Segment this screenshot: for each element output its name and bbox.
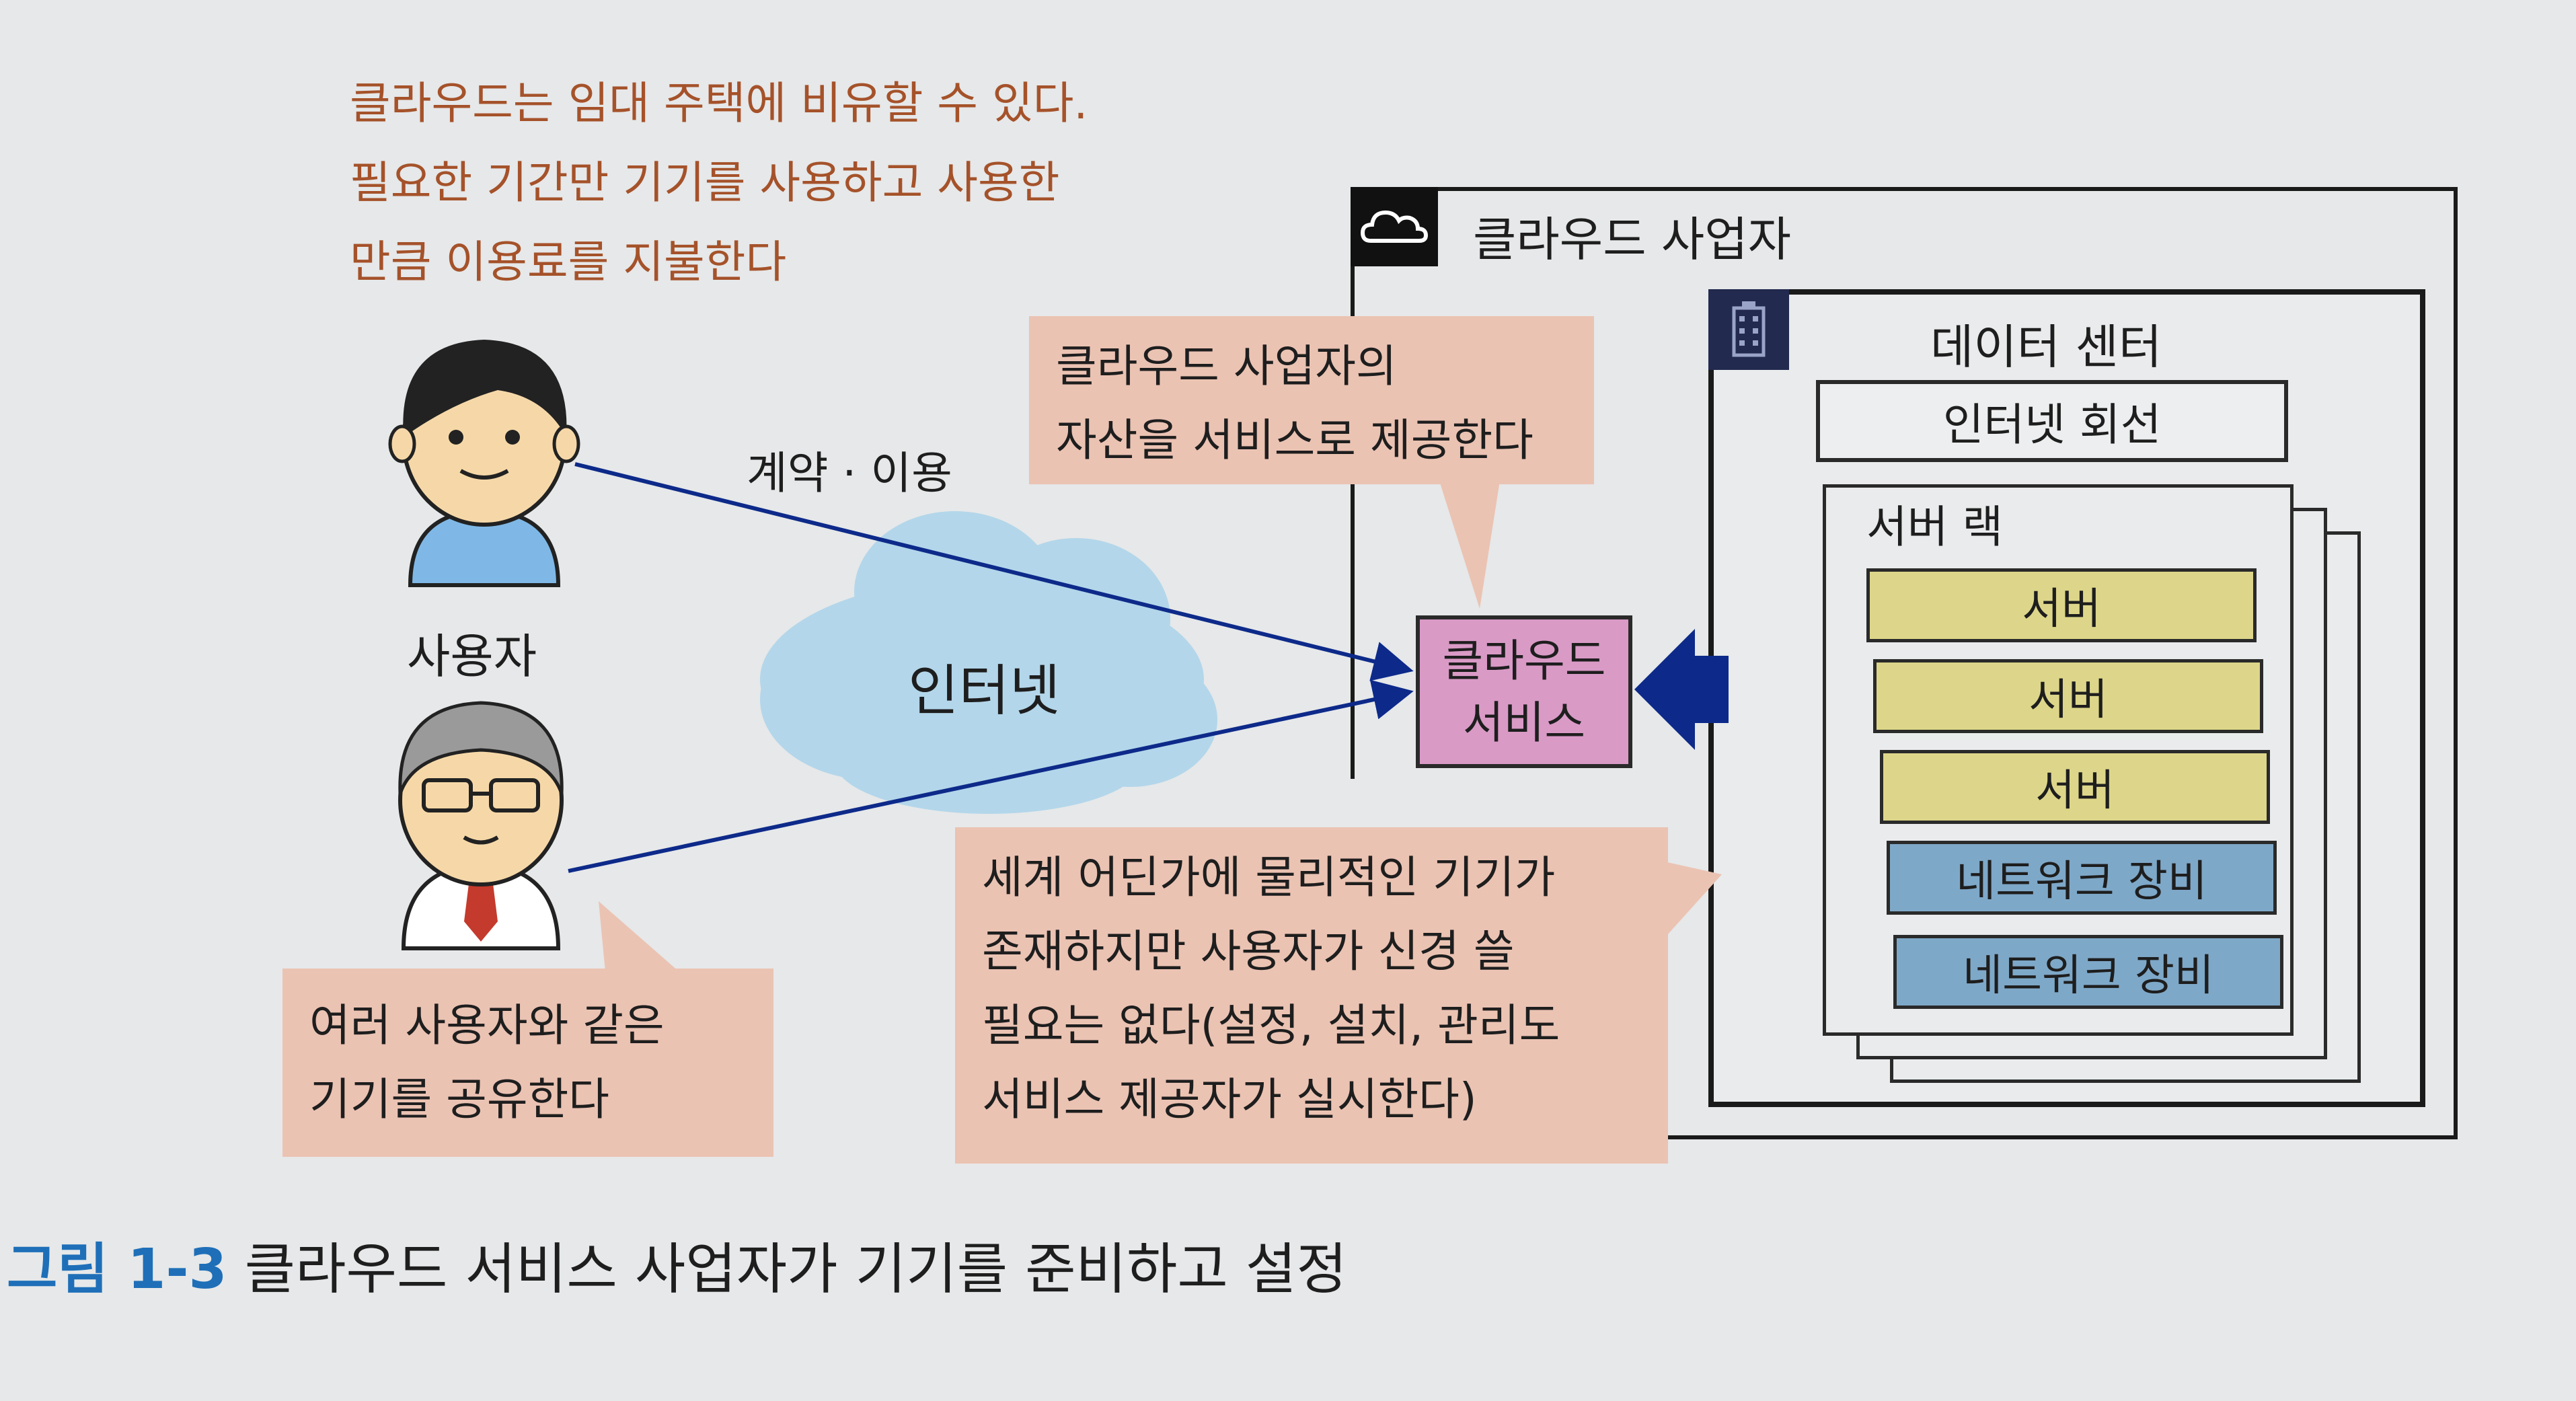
figure-caption-text: 클라우드 서비스 사업자가 기기를 준비하고 설정 bbox=[244, 1238, 1347, 1301]
cloud-icon bbox=[1360, 210, 1429, 243]
figure-caption: 그림 1-3 클라우드 서비스 사업자가 기기를 준비하고 설정 bbox=[7, 1224, 1347, 1304]
callout-line: 존재하지만 사용자가 신경 쓸 bbox=[982, 925, 1515, 977]
server-rack-title: 서버 랙 bbox=[1866, 501, 2004, 553]
callout-line: 클라우드 사업자의 bbox=[1056, 340, 1397, 392]
rack-unit-server: 서버 bbox=[1880, 750, 2270, 824]
callout-tail-assets bbox=[1439, 481, 1500, 609]
intro-line: 만큼 이용료를 지불한다 bbox=[350, 236, 787, 288]
provision-arrow bbox=[1634, 629, 1729, 750]
intro-text: 클라우드는 임대 주택에 비유할 수 있다. 필요한 기간만 기기를 사용하고 … bbox=[350, 64, 1088, 302]
cloud-service-line: 클라우드 bbox=[1442, 634, 1606, 687]
rack-unit-server: 서버 bbox=[1873, 659, 2263, 733]
manager-person-icon bbox=[398, 701, 564, 950]
contract-label: 계약 · 이용 bbox=[747, 447, 952, 499]
intro-line: 필요한 기간만 기기를 사용하고 사용한 bbox=[350, 157, 1060, 209]
datacenter-title: 데이터 센터 bbox=[1930, 319, 2162, 375]
provider-frame bbox=[1351, 187, 2458, 1139]
callout-share: 여러 사용자와 같은 기기를 공유한다 bbox=[282, 969, 773, 1157]
figure-number: 그림 1-3 bbox=[7, 1238, 227, 1301]
intro-line: 클라우드는 임대 주택에 비유할 수 있다. bbox=[350, 77, 1088, 129]
callout-tail-share bbox=[599, 901, 679, 972]
provider-tag bbox=[1351, 187, 1438, 266]
internet-label: 인터넷 bbox=[908, 659, 1061, 723]
callout-line: 서비스 제공자가 실시한다) bbox=[982, 1073, 1477, 1125]
provider-title: 클라우드 사업자 bbox=[1473, 212, 1792, 267]
callout-line: 자산을 서비스로 제공한다 bbox=[1056, 414, 1533, 466]
building-icon bbox=[1732, 301, 1766, 357]
callout-tail-world bbox=[1661, 861, 1722, 942]
internet-cloud bbox=[760, 511, 1217, 814]
callout-world: 세계 어딘가에 물리적인 기기가 존재하지만 사용자가 신경 쓸 필요는 없다(… bbox=[955, 827, 1668, 1164]
callout-assets: 클라우드 사업자의 자산을 서비스로 제공한다 bbox=[1029, 316, 1594, 484]
callout-line: 기기를 공유한다 bbox=[309, 1073, 610, 1125]
user-person-icon bbox=[388, 340, 580, 587]
cloud-service-box: 클라우드 서비스 bbox=[1416, 615, 1632, 768]
rack-unit-network: 네트워크 장비 bbox=[1887, 841, 2277, 915]
user1-arrow bbox=[574, 462, 1414, 681]
datacenter-tag bbox=[1708, 289, 1789, 370]
callout-line: 필요는 없다(설정, 설치, 관리도 bbox=[982, 999, 1560, 1051]
callout-line: 세계 어딘가에 물리적인 기기가 bbox=[982, 851, 1556, 903]
rack-unit-server: 서버 bbox=[1866, 568, 2257, 642]
internet-line-box: 인터넷 회선 bbox=[1816, 380, 2288, 462]
cloud-service-line: 서비스 bbox=[1462, 696, 1586, 749]
rack-unit-network: 네트워크 장비 bbox=[1893, 935, 2283, 1009]
user2-arrow bbox=[568, 679, 1414, 873]
callout-line: 여러 사용자와 같은 bbox=[309, 999, 665, 1051]
user-label: 사용자 bbox=[407, 629, 537, 684]
provider-frame-top bbox=[1351, 187, 2458, 191]
